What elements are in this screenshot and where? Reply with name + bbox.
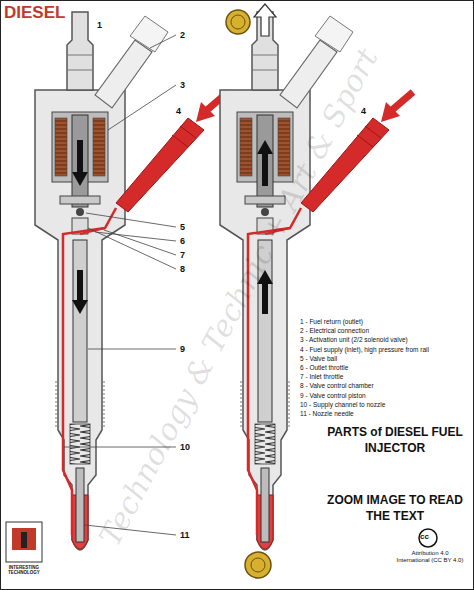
- callout-number: 11: [180, 530, 190, 540]
- legend-line: 7 - Inlet throttle: [300, 373, 343, 380]
- legend-line: 4 - Fuel supply (inlet), high pressure f…: [300, 346, 429, 353]
- callout-number: 4: [361, 106, 366, 116]
- legend-line: 3 - Activation unit (2/2 solenoid valve): [300, 336, 408, 343]
- logo-text: DIESEL: [4, 3, 65, 23]
- legend-line: 6 - Outlet throttle: [300, 364, 348, 371]
- callout-number: 9: [180, 344, 185, 354]
- callout-number: 5: [180, 222, 185, 232]
- license-text: Attribution 4.0 International (CC BY 4.0…: [395, 550, 465, 564]
- legend-line: 10 - Supply channel to nozzle: [300, 401, 385, 408]
- legend-line: 1 - Fuel return (outlet): [300, 318, 363, 325]
- callout-number: 3: [180, 80, 185, 90]
- diagram-title: PARTS of DIESEL FUEL INJECTOR: [320, 424, 470, 456]
- callout-number: 2: [180, 30, 185, 40]
- callout-number: 10: [180, 442, 190, 452]
- logo-text: INTERESTING TECHNOLOGY: [3, 565, 45, 575]
- callout-number: 6: [180, 236, 185, 246]
- legend-line: 5 - Valve ball: [300, 355, 337, 362]
- legend-line: 9 - Valve control piston: [300, 392, 366, 399]
- callout-number: 4: [176, 106, 181, 116]
- callout-number: 1: [97, 20, 102, 30]
- callout-number: 7: [180, 250, 185, 260]
- legend-line: 11 - Nozzle needle: [300, 410, 354, 417]
- license-icon: cc: [420, 532, 429, 541]
- legend-line: 2 - Electrical connection: [300, 327, 369, 334]
- caption-text: ZOOM IMAGE TO READ THE TEXT: [320, 492, 470, 524]
- callout-number: 8: [180, 264, 185, 274]
- legend-line: 8 - Valve control chamber: [300, 382, 374, 389]
